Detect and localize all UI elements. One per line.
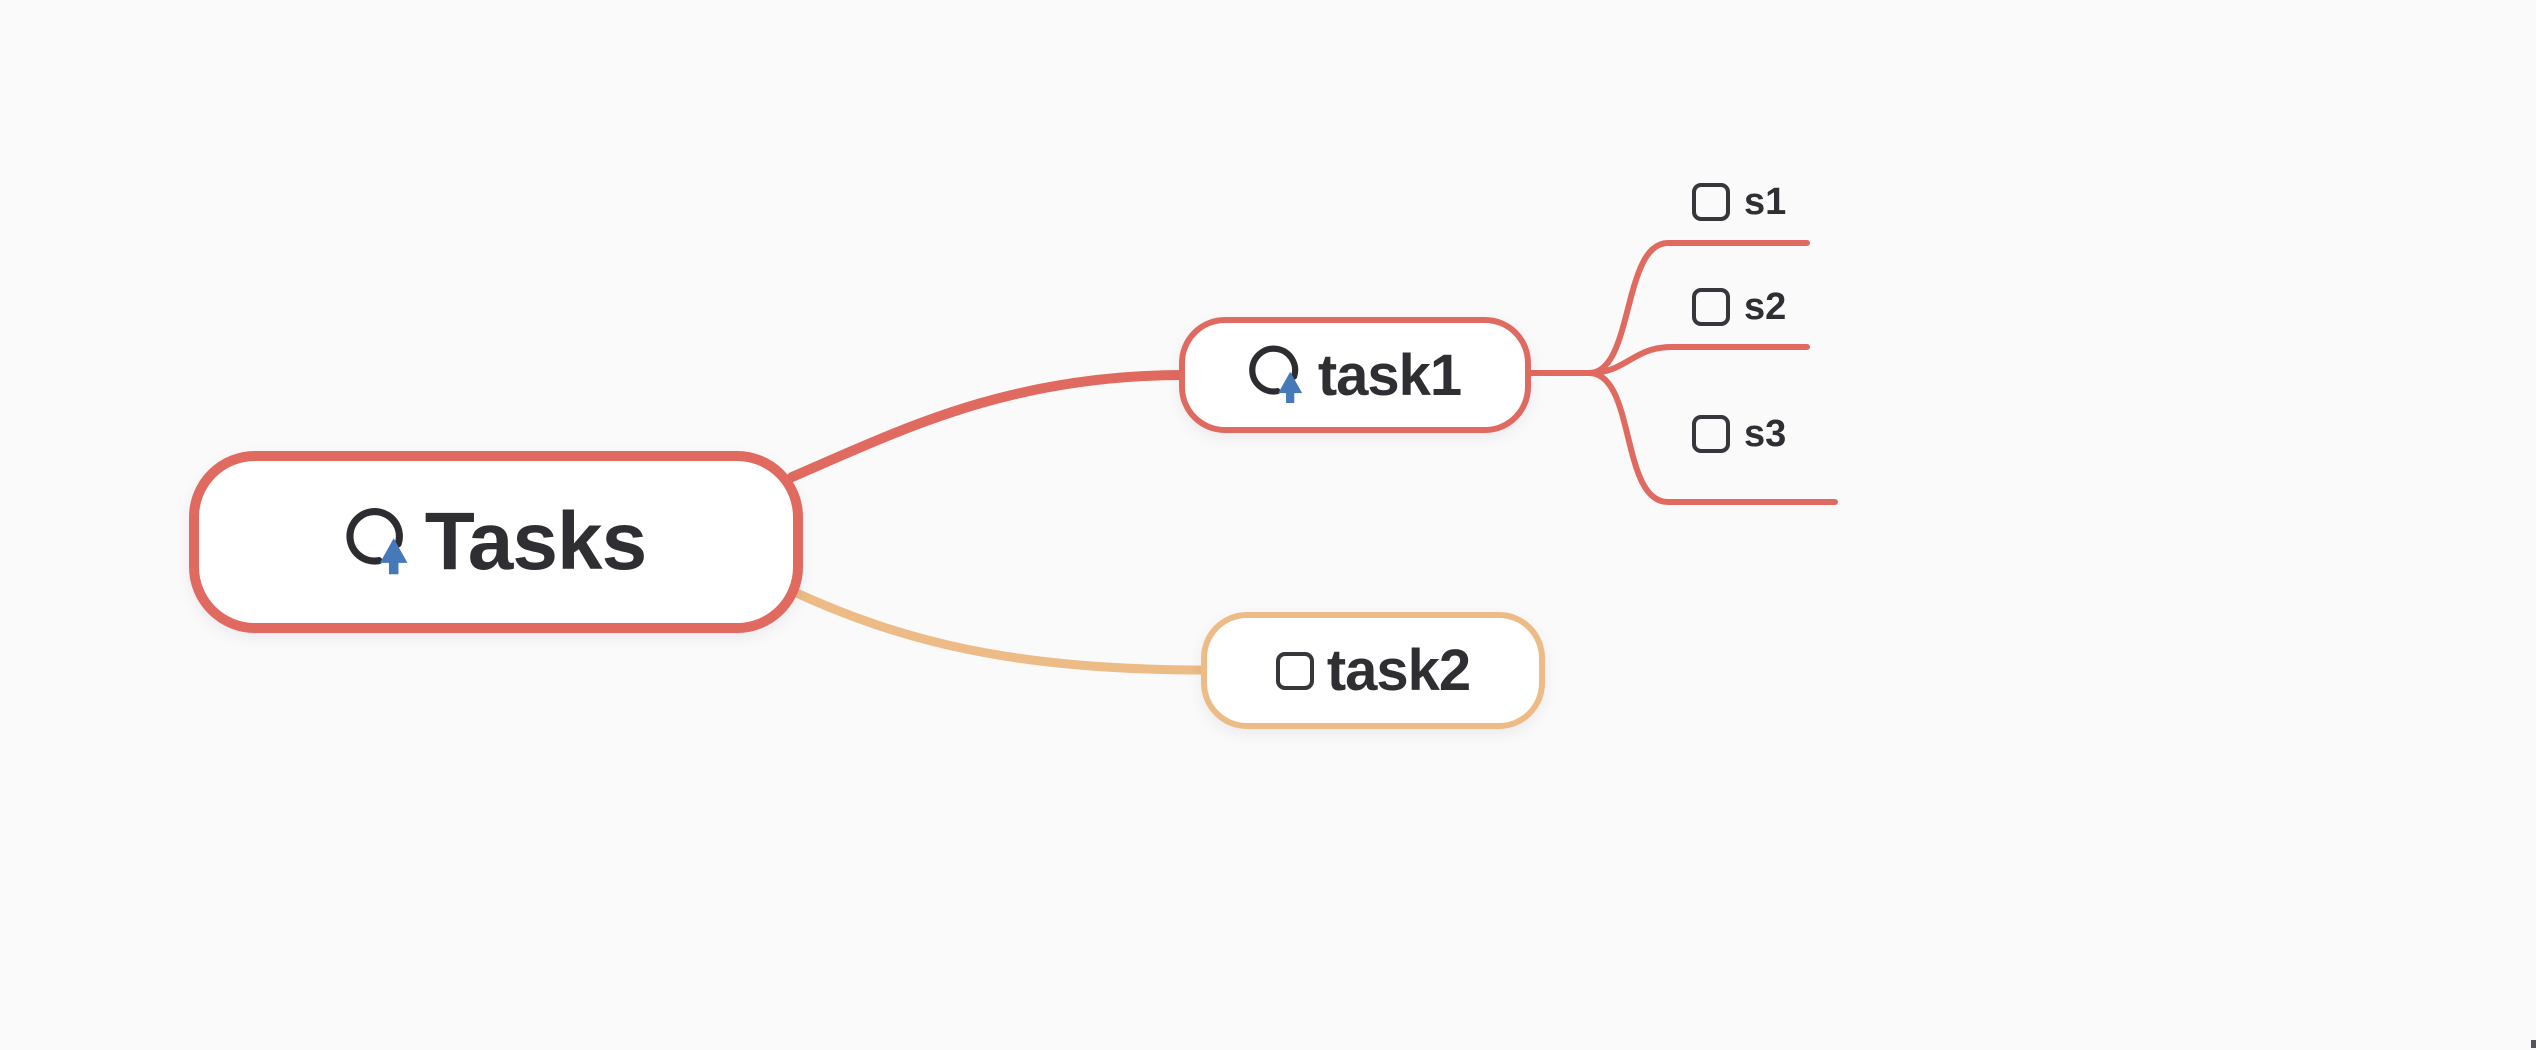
scroll-corner-dot <box>2531 1040 2536 1048</box>
root-node-tasks[interactable]: Tasks <box>189 451 803 633</box>
leaf-node-label: s3 <box>1744 412 1787 455</box>
branch-node-label: task2 <box>1326 638 1471 703</box>
root-node-label: Tasks <box>424 496 647 587</box>
circle-up-arrow-icon <box>346 508 408 575</box>
link-task1-s3 <box>1586 370 1838 505</box>
leaf-node-s1[interactable]: s1 <box>1692 181 1786 223</box>
branch-node-task1[interactable]: task1 <box>1179 317 1531 433</box>
leaf-node-s3[interactable]: s3 <box>1692 413 1786 455</box>
checkbox-s3[interactable] <box>1692 415 1730 453</box>
link-task1-s2 <box>1586 344 1810 376</box>
leaf-node-s2[interactable]: s2 <box>1692 286 1786 328</box>
link-root-task1 <box>787 370 1189 482</box>
link-root-task2 <box>785 585 1211 675</box>
link-task1-s1 <box>1586 240 1810 376</box>
checkbox-s1[interactable] <box>1692 183 1730 221</box>
checkbox-s2[interactable] <box>1692 288 1730 326</box>
leaf-node-label: s2 <box>1744 285 1787 328</box>
circle-up-arrow-icon <box>1249 345 1302 403</box>
branch-node-label: task1 <box>1317 342 1462 408</box>
branch-node-task2[interactable]: task2 <box>1201 612 1545 729</box>
leaf-node-label: s1 <box>1744 180 1787 223</box>
checkbox-task2[interactable] <box>1275 651 1314 690</box>
